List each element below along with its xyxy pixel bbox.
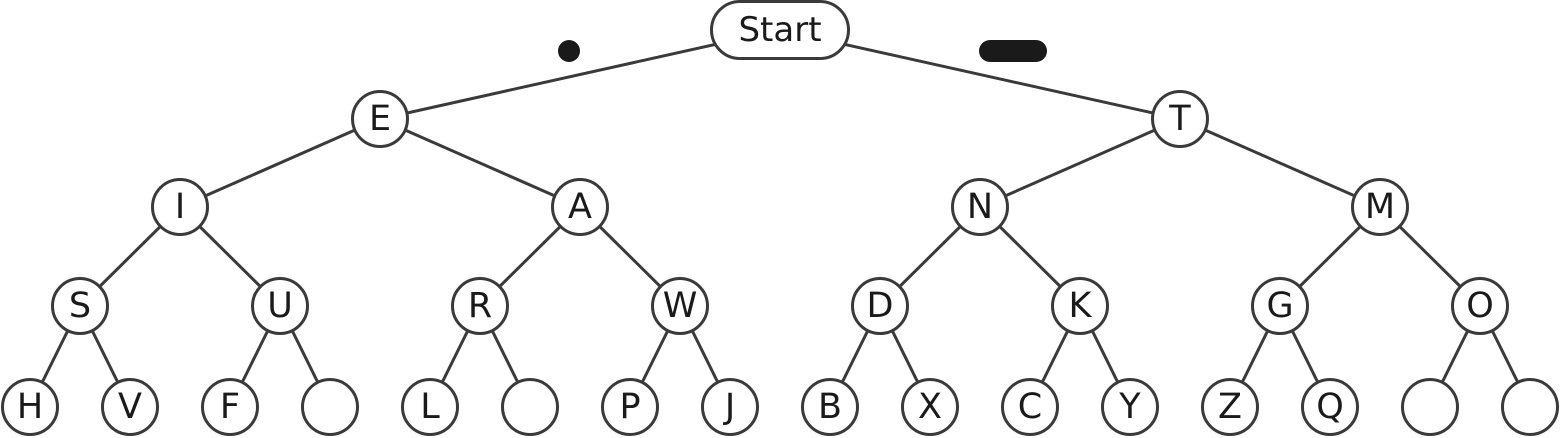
node-level4: V <box>101 378 159 436</box>
node-level3: R <box>451 277 509 335</box>
node-level4: J <box>701 378 759 436</box>
node-level4: F <box>201 378 259 436</box>
dash-symbol <box>979 40 1047 62</box>
node-level4: Z <box>1201 378 1259 436</box>
node-level4: H <box>1 378 59 436</box>
node-level2: A <box>551 178 609 236</box>
node-level2: M <box>1351 178 1409 236</box>
node-level4: P <box>601 378 659 436</box>
tree-edge <box>179 117 381 209</box>
node-level1: E <box>351 90 409 148</box>
tree-edge <box>979 117 1181 209</box>
node-level3: S <box>51 277 109 335</box>
node-level1: T <box>1151 90 1209 148</box>
start-node: Start <box>710 0 850 60</box>
tree-edge <box>1179 117 1381 209</box>
node-level3: U <box>251 277 309 335</box>
node-level3: D <box>851 277 909 335</box>
node-level4: C <box>1001 378 1059 436</box>
node-level4: Q <box>1301 378 1359 436</box>
node-level3: O <box>1451 277 1509 335</box>
node-level3: G <box>1251 277 1309 335</box>
node-level4: Y <box>1101 378 1159 436</box>
node-level4 <box>1401 378 1459 436</box>
node-level4 <box>501 378 559 436</box>
node-level2: I <box>151 178 209 236</box>
node-level3: W <box>651 277 709 335</box>
tree-edge <box>779 28 1181 121</box>
node-level4: X <box>901 378 959 436</box>
dot-symbol <box>558 40 580 62</box>
tree-edge <box>379 117 581 209</box>
node-level4: L <box>401 378 459 436</box>
node-level4 <box>301 378 359 436</box>
node-level2: N <box>951 178 1009 236</box>
node-level3: K <box>1051 277 1109 335</box>
node-level4: B <box>801 378 859 436</box>
node-level4 <box>1501 378 1559 436</box>
